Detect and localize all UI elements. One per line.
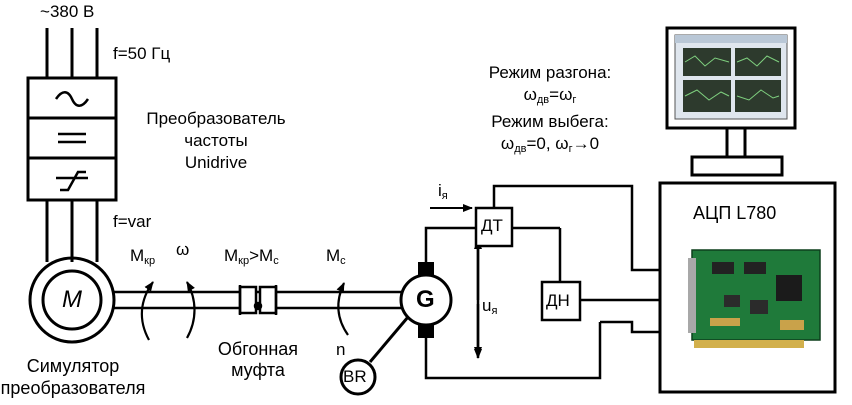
monitor-stand [690,128,784,177]
adc-label: АЦП L780 [693,203,777,223]
monitor [665,26,797,130]
torque-relation-label: Mкр>Mс [224,246,279,267]
motor-caption: Симулятор преобразователя [0,356,146,398]
inverter-symbol-icon [56,170,88,192]
adc-board-icon [688,249,821,348]
armature-voltage-label: uя [482,296,498,317]
rotation-arrows [140,281,349,341]
clutch-caption: Обгонная муфта [217,339,299,380]
motor-symbol: M [62,286,82,313]
clutch-icon [238,285,278,315]
dc-symbol-icon [58,132,86,144]
generator-symbol: G [416,286,435,313]
current-sensor-label: ДТ [481,216,503,235]
modes-text: Режим разгона: ωдв=ωг Режим выбега: ωдв=… [488,63,612,155]
supply-lines [45,28,99,78]
current-sensor-box [474,206,514,248]
ac-symbol-icon [54,91,90,107]
br-encoder [339,316,410,396]
generator [399,262,453,338]
supply-frequency-label: f=50 Гц [113,44,171,63]
m-kr-label: Mкр [130,246,156,267]
variable-frequency-label: f=var [113,212,152,231]
motor-feed-lines [45,200,99,262]
br-label: BR [343,367,367,386]
m-c-label: Mс [326,246,346,267]
signal-lines [492,184,660,334]
converter-label: Преобразователь частоты Unidrive [146,109,286,172]
voltage-sensor-label: ДН [546,291,570,310]
armature-current-label: iя [438,181,448,202]
supply-voltage-label: ~380 В [40,2,95,21]
motor [28,256,116,344]
armature-circuit [424,226,602,380]
n-label: n [336,340,346,359]
omega-label: ω [176,240,190,259]
